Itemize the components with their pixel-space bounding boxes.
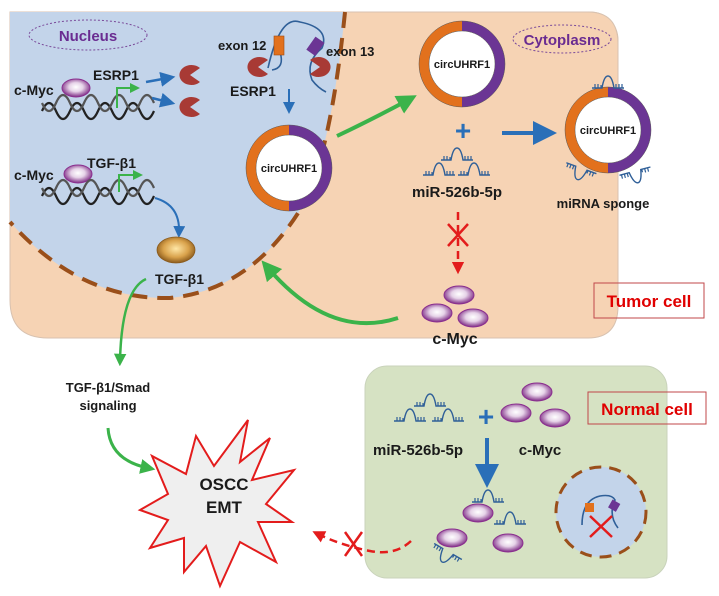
tumor-cell-label: Tumor cell	[607, 292, 692, 311]
nuclear-membrane	[8, 11, 347, 301]
transcription-arrow-esrp1	[116, 83, 140, 108]
inhibited-arrow-to-emt	[312, 531, 412, 554]
cmyc-label-2: c-Myc	[14, 167, 54, 183]
circuhrf1-cytoplasm	[418, 20, 506, 108]
exon13-label: exon 13	[326, 44, 374, 59]
normal-cmyc-3	[539, 408, 571, 428]
bound-cmyc-2	[436, 528, 468, 548]
nucleus-label: Nucleus	[59, 28, 117, 45]
bound-cmyc-3	[492, 533, 524, 553]
sponge-mirna-bottom-right	[618, 166, 655, 188]
normal-nucleus	[554, 465, 648, 559]
inhibition-x-cytoplasm	[447, 223, 469, 247]
circuhrf1-sponge-label: circUHRF1	[580, 125, 636, 137]
export-arrow-green	[336, 95, 417, 138]
normal-cell-label-box	[587, 391, 707, 425]
circuhrf1-nucleus	[245, 124, 333, 212]
nucleus-region	[10, 12, 345, 299]
cytoplasm-label: Cytoplasm	[524, 32, 601, 49]
normal-cmyc-label: c-Myc	[519, 442, 562, 459]
cmyc-cyto-3	[457, 308, 489, 328]
exon12-box	[273, 35, 285, 56]
cmyc-protein-2	[63, 164, 93, 184]
blue-arrow-to-tgfb1-protein	[154, 197, 186, 238]
cmyc-cyto-1	[443, 285, 475, 305]
green-arrow-to-emt	[106, 427, 156, 474]
normal-inhibition-x	[589, 515, 613, 538]
circuhrf1-sponge	[564, 86, 652, 174]
mirna-sponge-label: miRNA sponge	[557, 196, 650, 211]
mirna-label-cytoplasm: miR-526b-5p	[412, 184, 502, 201]
nucleus-label-ellipse	[28, 19, 148, 51]
tumor-cell-label-box	[593, 282, 705, 319]
plus-sign-cytoplasm: +	[455, 115, 471, 146]
normal-cmyc-2	[500, 403, 532, 423]
tgfb1-protein	[156, 236, 196, 264]
emt-label-line1: OSCC	[199, 475, 248, 494]
cmyc-label-1: c-Myc	[14, 82, 54, 98]
normal-exon12-box	[585, 503, 594, 512]
normal-mirna-label: miR-526b-5p	[373, 442, 463, 459]
pre-mrna-strand	[267, 20, 327, 93]
emt-label-line2: EMT	[206, 498, 243, 517]
cmyc-protein-1	[61, 78, 91, 98]
exon13-box	[306, 36, 325, 56]
esrp1-bound-right	[310, 57, 331, 77]
import-arrow-green	[261, 260, 399, 326]
bound-cmyc-1	[462, 503, 494, 523]
tgfb1-gene-label: TGF-β1	[87, 155, 136, 171]
circuhrf1-cytoplasm-label: circUHRF1	[434, 59, 490, 71]
blue-arrow-to-esrp1-top	[145, 71, 176, 87]
circuhrf1-nucleus-label: circUHRF1	[261, 163, 317, 175]
green-arrow-to-signaling	[113, 277, 147, 367]
normal-cmyc-1	[521, 382, 553, 402]
emt-starburst	[137, 419, 297, 589]
signaling-label-line1: TGF-β1/Smad	[66, 380, 151, 395]
esrp1-protein-label: ESRP1	[230, 83, 276, 99]
cmyc-cyto-2	[421, 303, 453, 323]
cmyc-cyto-label: c-Myc	[432, 331, 477, 348]
tgfb1-protein-label: TGF-β1	[155, 271, 204, 287]
signaling-label-line2: signaling	[79, 398, 136, 413]
blue-arrow-to-esrp1-bottom	[151, 92, 176, 108]
normal-cell-label: Normal cell	[601, 400, 693, 419]
transcription-arrow-tgfb1	[118, 170, 143, 192]
inhibition-x-emt	[343, 531, 364, 557]
plus-sign-normal: +	[478, 401, 494, 432]
normal-exon13-box	[608, 499, 621, 512]
cytoplasm-label-ellipse	[512, 24, 612, 54]
esrp1-gene-label: ESRP1	[93, 67, 139, 83]
exon12-label: exon 12	[218, 38, 266, 53]
